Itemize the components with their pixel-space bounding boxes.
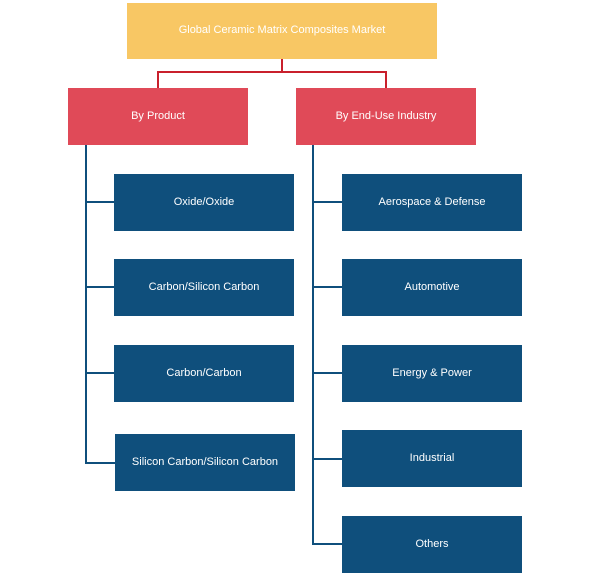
end-use-branch-others	[312, 543, 342, 545]
category-by-product: By Product	[68, 88, 248, 145]
leaf-label: Carbon/Silicon Carbon	[148, 280, 260, 293]
end-use-trunk-line	[312, 145, 314, 545]
connector-drop-end-use	[385, 71, 387, 88]
leaf-industrial: Industrial	[342, 430, 522, 487]
leaf-label: Energy & Power	[392, 366, 472, 379]
leaf-oxide-oxide: Oxide/Oxide	[114, 174, 294, 231]
leaf-label: Industrial	[409, 451, 455, 464]
root-node: Global Ceramic Matrix Composites Market	[127, 3, 437, 59]
leaf-aerospace-defense: Aerospace & Defense	[342, 174, 522, 231]
end-use-branch-industrial	[312, 458, 342, 460]
leaf-label: Oxide/Oxide	[173, 195, 235, 208]
category-label: By End-Use Industry	[335, 109, 437, 122]
root-connector-bar	[157, 71, 387, 73]
leaf-label: Carbon/Carbon	[166, 366, 242, 379]
end-use-branch-energy	[312, 372, 342, 374]
product-branch-carbon-carbon	[85, 372, 114, 374]
end-use-branch-aerospace	[312, 201, 342, 203]
connector-drop-product	[157, 71, 159, 88]
category-label: By Product	[131, 109, 185, 122]
root-node-label: Global Ceramic Matrix Composites Market	[178, 24, 386, 37]
product-branch-carbon-silicon-carbon	[85, 286, 114, 288]
leaf-label: Silicon Carbon/Silicon Carbon	[131, 455, 279, 468]
leaf-carbon-carbon: Carbon/Carbon	[114, 345, 294, 402]
leaf-automotive: Automotive	[342, 259, 522, 316]
leaf-carbon-silicon-carbon: Carbon/Silicon Carbon	[114, 259, 294, 316]
leaf-label: Automotive	[404, 280, 460, 293]
product-branch-silicon-carbon	[85, 462, 115, 464]
end-use-branch-automotive	[312, 286, 342, 288]
category-by-end-use-industry: By End-Use Industry	[296, 88, 476, 145]
leaf-label: Aerospace & Defense	[378, 195, 486, 208]
root-connector-stem	[281, 59, 283, 72]
leaf-silicon-carbon-silicon-carbon: Silicon Carbon/Silicon Carbon	[115, 434, 295, 491]
leaf-label: Others	[415, 537, 449, 550]
leaf-energy-power: Energy & Power	[342, 345, 522, 402]
product-trunk-line	[85, 145, 87, 464]
product-branch-oxide-oxide	[85, 201, 114, 203]
leaf-others: Others	[342, 516, 522, 573]
